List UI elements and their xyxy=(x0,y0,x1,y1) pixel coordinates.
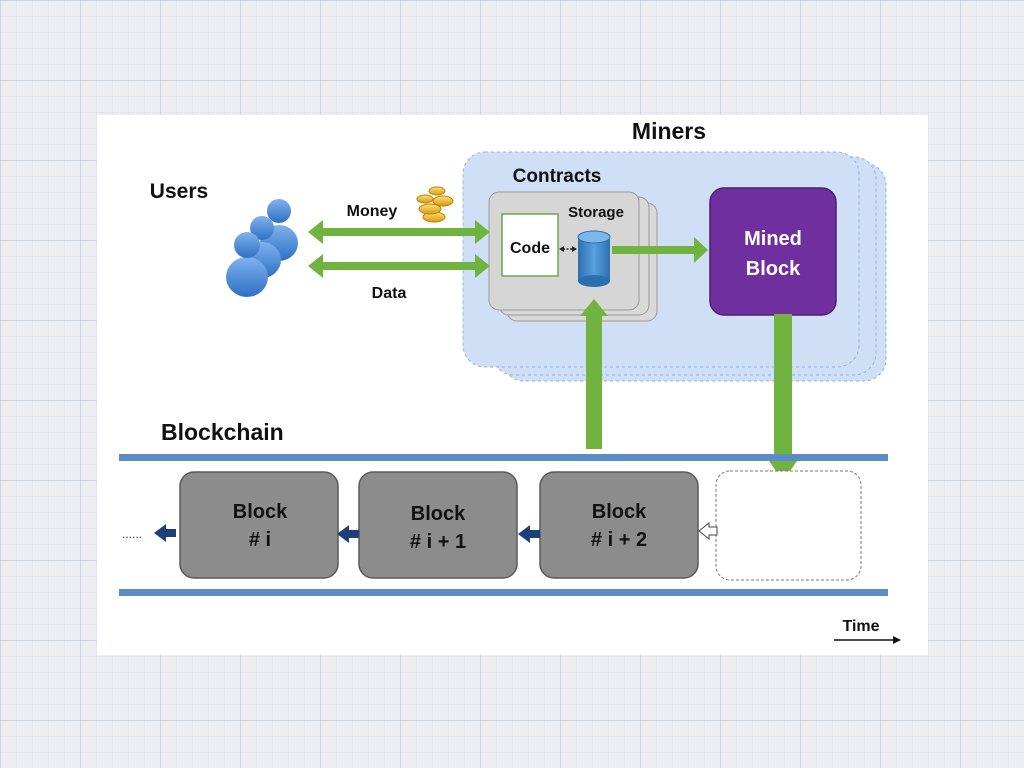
block-i-plus-1: Block # i + 1 xyxy=(358,471,518,579)
block-number: # i + 1 xyxy=(410,531,466,553)
chain-bottom-bar xyxy=(119,589,888,596)
slide: Miners Contracts Storage Code Users xyxy=(97,115,928,655)
block-i-plus-2: Block # i + 2 xyxy=(539,471,699,579)
code-storage-arrow xyxy=(559,246,577,252)
mined-block-label-line1: Mined xyxy=(744,228,802,250)
contracts-label: Contracts xyxy=(513,166,602,187)
chain-ellipsis: ...... xyxy=(122,527,142,541)
storage-label: Storage xyxy=(568,204,624,221)
empty-block-slot xyxy=(715,470,862,581)
time-label: Time xyxy=(842,618,879,635)
chain-to-storage-arrow xyxy=(580,299,608,449)
blockchain-title: Blockchain xyxy=(161,419,284,445)
pending-link-arrow xyxy=(698,521,718,541)
mined-block-label-line2: Block xyxy=(746,258,801,280)
data-label: Data xyxy=(372,285,407,302)
code-label: Code xyxy=(510,240,550,257)
block-number: # i xyxy=(249,529,271,551)
database-icon xyxy=(577,230,611,287)
block-title: Block xyxy=(592,501,647,523)
contract-to-mined-arrow xyxy=(612,237,708,263)
miners-title: Miners xyxy=(632,118,706,144)
users-title: Users xyxy=(150,180,208,203)
chain-top-bar xyxy=(119,454,888,461)
money-label: Money xyxy=(347,203,398,220)
money-arrow xyxy=(308,220,490,244)
data-arrow xyxy=(308,254,490,278)
code-box xyxy=(501,213,559,277)
block-number: # i + 2 xyxy=(591,529,647,551)
time-arrow xyxy=(834,636,901,644)
block-link-arrow xyxy=(518,525,540,543)
mined-block xyxy=(709,187,837,316)
block-i: Block # i xyxy=(179,471,339,579)
block-title: Block xyxy=(233,501,288,523)
gold-coins-icon xyxy=(416,186,454,223)
users-group-icon xyxy=(226,199,298,297)
block-link-arrow xyxy=(154,524,176,542)
block-title: Block xyxy=(411,503,466,525)
block-link-arrow xyxy=(337,525,359,543)
blockchain-diagram: Miners Contracts Storage Code Users xyxy=(119,118,901,644)
